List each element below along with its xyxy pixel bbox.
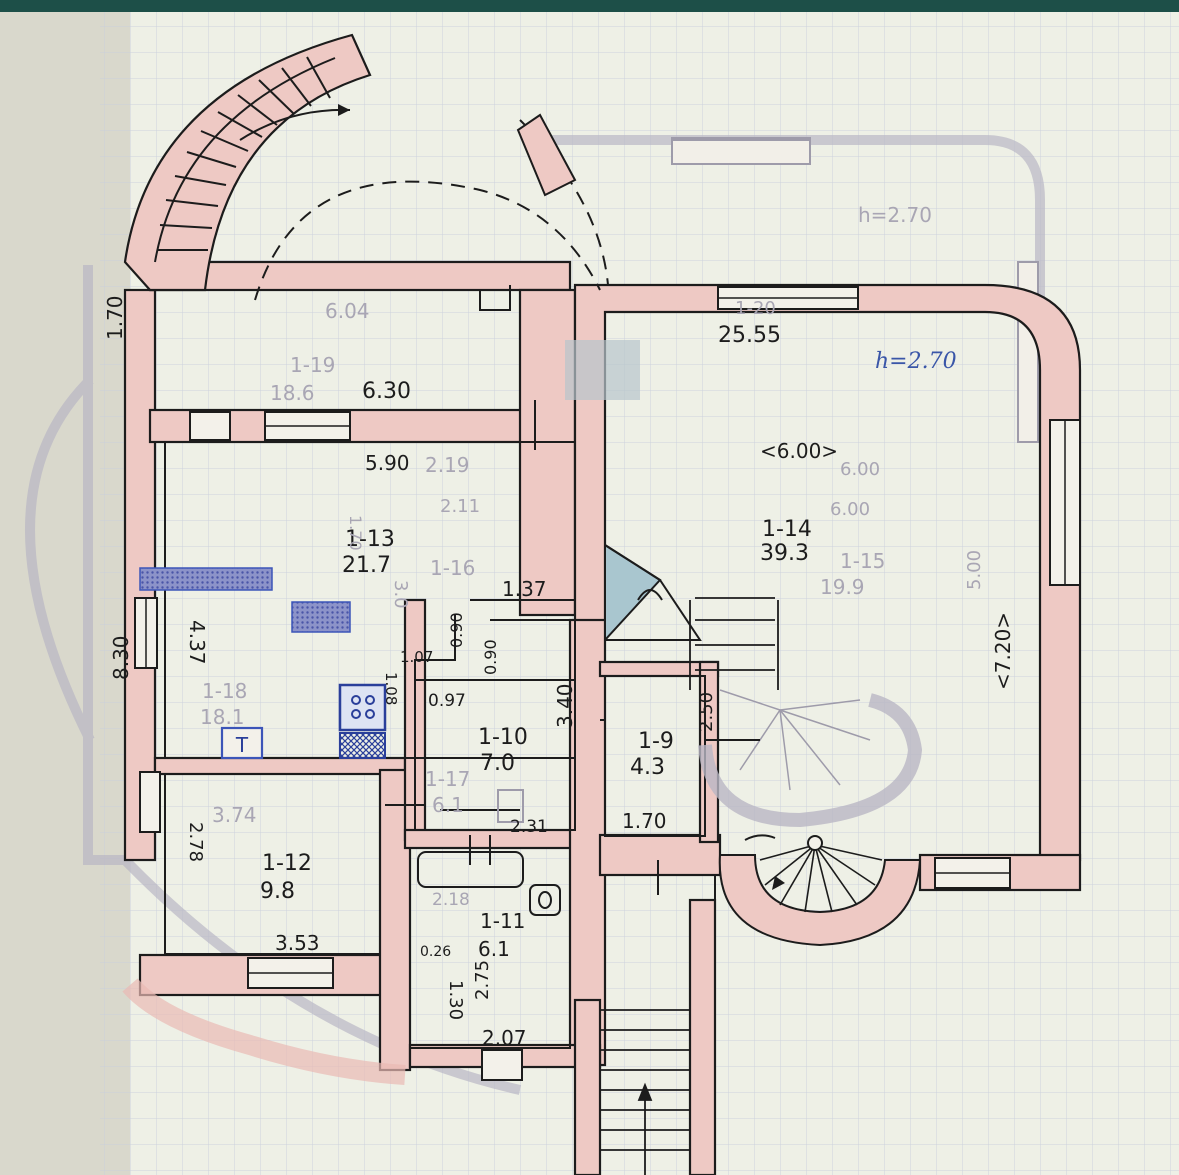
dim-6-00-ghost-a: 6.00 (840, 459, 880, 480)
room-area-1-12: 9.8 (260, 879, 295, 904)
dim-1-70-v: 1.70 (346, 515, 365, 551)
ceiling-height-ghost: h=2.70 (858, 203, 932, 227)
top-strip (0, 0, 1179, 12)
ceiling-height-note: h=2.70 (875, 349, 957, 374)
dim-1-70-left: 1.70 (103, 295, 127, 340)
dim-1-08: 1.08 (382, 672, 400, 705)
toilet-letter: T (235, 733, 249, 757)
dim-2-18: 2.18 (432, 890, 470, 910)
triangle-shaft (565, 340, 702, 643)
spiral-stair-lower (718, 834, 922, 947)
curved-staircase (123, 33, 609, 311)
dim-2-31: 2.31 (510, 817, 548, 837)
dimension-labels: 1.70 6.04 6.30 5.90 2.19 2.11 4.37 8.30 … (103, 203, 1015, 1050)
dim-5-00: 5.00 (964, 550, 985, 590)
kitchen-fixtures (139, 567, 387, 760)
room-area-1-17: 6.1 (432, 793, 464, 817)
dim-6-00-main: <6.00> (760, 439, 838, 463)
dim-3-40: 3.40 (553, 683, 577, 728)
dim-2-11: 2.11 (440, 496, 480, 517)
dim-2-78: 2.78 (185, 822, 206, 862)
ghost-lower-plan (25, 135, 1045, 1095)
room-area-1-19: 18.6 (270, 381, 315, 405)
dim-0-90-b: 0.90 (481, 639, 500, 675)
room-id-1-20: 1-20 (735, 298, 776, 319)
dim-8-30: 8.30 (109, 635, 133, 680)
dim-0-26: 0.26 (420, 944, 451, 960)
room-area-1-9: 4.3 (630, 755, 665, 780)
dim-2-50: 2.50 (696, 692, 717, 732)
spiral-stair-main (689, 597, 923, 828)
room-id-1-19: 1-19 (290, 353, 335, 377)
corridor-lines (385, 400, 760, 1000)
room-id-1-15: 1-15 (840, 549, 885, 573)
dim-6-00-ghost-b: 6.00 (830, 499, 870, 520)
dim-2-07: 2.07 (482, 1026, 527, 1050)
dim-5-90: 5.90 (365, 451, 410, 475)
ghost-curve (122, 978, 406, 1085)
dim-7-20: <7.20> (991, 612, 1015, 690)
room-id-1-16: 1-16 (430, 556, 475, 580)
room-id-1-14: 1-14 (762, 517, 812, 542)
dim-1-37: 1.37 (502, 577, 547, 601)
dim-2-19: 2.19 (425, 453, 470, 477)
room-area-1-18: 18.1 (200, 705, 245, 729)
dim-1-70-mid: 1.70 (622, 809, 667, 833)
dim-3-53: 3.53 (275, 931, 320, 955)
room-area-1-15: 19.9 (820, 575, 865, 599)
room-id-1-12: 1-12 (262, 851, 312, 876)
dim-3-74: 3.74 (212, 803, 257, 827)
dim-1-30: 1.30 (445, 980, 466, 1020)
dim-1-07: 1.07 (400, 648, 433, 666)
room-area-1-10: 7.0 (480, 751, 515, 776)
dim-6-04: 6.04 (325, 299, 370, 323)
window-mullions (145, 297, 1066, 974)
room-labels: 1-19 18.6 1-13 21.7 1-14 39.3 1-16 1-18 … (200, 298, 885, 961)
room-area-1-14: 39.3 (760, 541, 809, 566)
room-area-1-11: 6.1 (478, 937, 510, 961)
room-id-1-9: 1-9 (638, 729, 674, 754)
room-area-1-13: 21.7 (342, 553, 391, 578)
room-id-1-17: 1-17 (425, 767, 470, 791)
entry-stair (600, 1009, 690, 1175)
room-id-1-11: 1-11 (480, 909, 525, 933)
room-id-1-10: 1-10 (478, 725, 528, 750)
dim-0-90-a: 0.90 (447, 612, 466, 648)
dim-3-0: 3.0 (390, 580, 411, 609)
dim-2-75: 2.75 (472, 960, 493, 1000)
bath-fixtures (417, 789, 561, 916)
dim-6-30: 6.30 (362, 379, 411, 404)
room-id-1-13: 1-13 (345, 527, 395, 552)
dim-4-37: 4.37 (185, 620, 209, 665)
room-id-1-18: 1-18 (202, 679, 247, 703)
dim-25-55: 25.55 (718, 323, 781, 348)
dim-0-97: 0.97 (428, 691, 466, 711)
